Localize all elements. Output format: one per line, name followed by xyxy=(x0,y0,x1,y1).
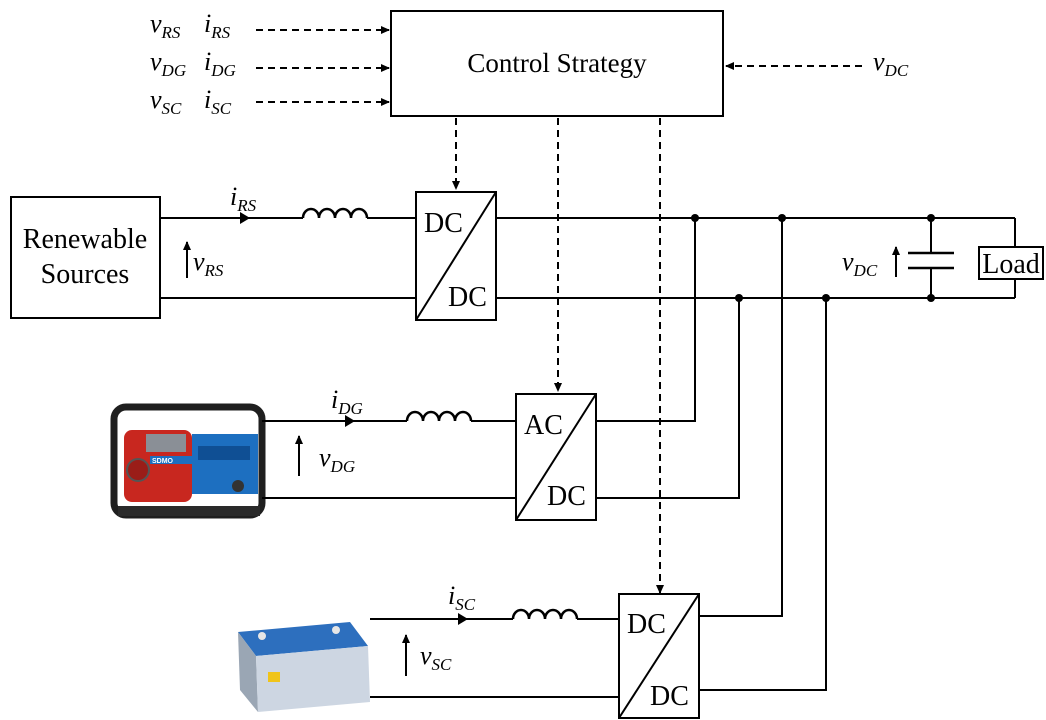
dc-feedback-sub: DC xyxy=(884,61,909,80)
input-i-dg: i xyxy=(204,47,211,76)
input-v-rs: v xyxy=(150,9,162,38)
input-v-rs-sub: RS xyxy=(161,23,181,42)
sc-output-negative xyxy=(699,298,827,691)
svg-text:iDG: iDG xyxy=(204,47,236,80)
sc-inductor xyxy=(511,608,579,620)
sc-current-sub: SC xyxy=(455,595,476,614)
input-i-sc-sub: SC xyxy=(211,99,232,118)
renewable-label-line2: Sources xyxy=(41,259,130,290)
dg-converter-bottom: DC xyxy=(547,481,586,512)
load-box xyxy=(978,246,1044,280)
dg-converter-top: AC xyxy=(524,410,563,441)
input-rs-label: vRS iRS xyxy=(150,9,231,42)
sc-output-positive xyxy=(699,218,783,617)
control-inputs: vRS iRS vDG iDG vSC iSC xyxy=(150,9,390,118)
sc-voltage-sym: v xyxy=(420,641,432,670)
dg-converter-diagonal xyxy=(515,393,597,521)
supercap-branch: iSC vSC DC DC xyxy=(238,218,827,719)
generator-branch: SDMO iDG vDG AC DC xyxy=(110,218,740,521)
sc-converter-bottom: DC xyxy=(650,681,689,712)
svg-text:vSC: vSC xyxy=(150,85,182,118)
svg-text:iRS: iRS xyxy=(204,9,231,42)
dg-inductor xyxy=(405,410,473,422)
input-v-sc: v xyxy=(150,85,162,114)
svg-text:iSC: iSC xyxy=(448,581,476,614)
input-v-sc-sub: SC xyxy=(162,99,183,118)
input-sc-label: vSC iSC xyxy=(150,85,232,118)
dc-feedback: vDC xyxy=(725,47,909,80)
renewable-branch: Renewable Sources iRS vRS DC DC xyxy=(10,182,497,321)
svg-text:iRS: iRS xyxy=(230,182,257,215)
rs-converter-diagonal xyxy=(415,191,497,321)
svg-text:vRS: vRS xyxy=(193,247,224,280)
dg-output-positive xyxy=(596,218,696,422)
rs-converter-bottom: DC xyxy=(448,282,487,313)
rs-current-sym: i xyxy=(230,182,237,211)
svg-text:vRS: vRS xyxy=(150,9,181,42)
sc-current-arrow xyxy=(458,613,468,625)
sc-converter-diagonal xyxy=(618,593,700,719)
svg-text:vDG: vDG xyxy=(150,47,186,80)
dc-voltage-sub: DC xyxy=(853,261,878,280)
dg-voltage-sub: DG xyxy=(330,457,356,476)
rs-inductor xyxy=(301,207,369,219)
dc-voltage-sym: v xyxy=(842,247,854,276)
input-i-sc: i xyxy=(204,85,211,114)
control-strategy-title: Control Strategy xyxy=(467,48,647,78)
svg-text:vDC: vDC xyxy=(873,47,909,80)
generator-image: SDMO xyxy=(110,403,266,519)
svg-text:vSC: vSC xyxy=(420,641,452,674)
renewable-sources-box xyxy=(10,196,161,319)
svg-text:iDG: iDG xyxy=(331,385,363,418)
dg-current-sym: i xyxy=(331,385,338,414)
svg-text:iSC: iSC xyxy=(204,85,232,118)
dg-current-sub: DG xyxy=(337,399,363,418)
dc-bus: vDC Load xyxy=(496,214,1044,302)
dg-voltage-sym: v xyxy=(319,443,331,472)
control-outputs xyxy=(452,118,664,594)
rs-voltage-sym: v xyxy=(193,247,205,276)
supercap-image xyxy=(238,622,370,712)
control-strategy-block: Control Strategy xyxy=(390,10,724,117)
rs-current-arrow xyxy=(240,212,250,224)
generator-brand: SDMO xyxy=(152,458,174,465)
sc-voltage-sub: SC xyxy=(432,655,453,674)
dg-current-arrow xyxy=(345,415,355,427)
svg-text:vDC: vDC xyxy=(842,247,878,280)
control-strategy-box xyxy=(390,10,724,117)
dg-output-negative xyxy=(596,298,740,499)
input-v-dg-sub: DG xyxy=(161,61,187,80)
rs-converter-top: DC xyxy=(424,208,463,239)
dc-feedback-v: v xyxy=(873,47,885,76)
input-v-dg: v xyxy=(150,47,162,76)
load-label: Load xyxy=(982,249,1040,280)
svg-text:vDG: vDG xyxy=(319,443,355,476)
sc-current-sym: i xyxy=(448,581,455,610)
input-i-dg-sub: DG xyxy=(210,61,236,80)
rs-voltage-sub: RS xyxy=(204,261,224,280)
input-i-rs: i xyxy=(204,9,211,38)
sc-converter-top: DC xyxy=(627,609,666,640)
renewable-label-line1: Renewable xyxy=(23,224,147,255)
rs-current-sub: RS xyxy=(236,196,256,215)
input-i-rs-sub: RS xyxy=(210,23,230,42)
input-dg-label: vDG iDG xyxy=(150,47,236,80)
